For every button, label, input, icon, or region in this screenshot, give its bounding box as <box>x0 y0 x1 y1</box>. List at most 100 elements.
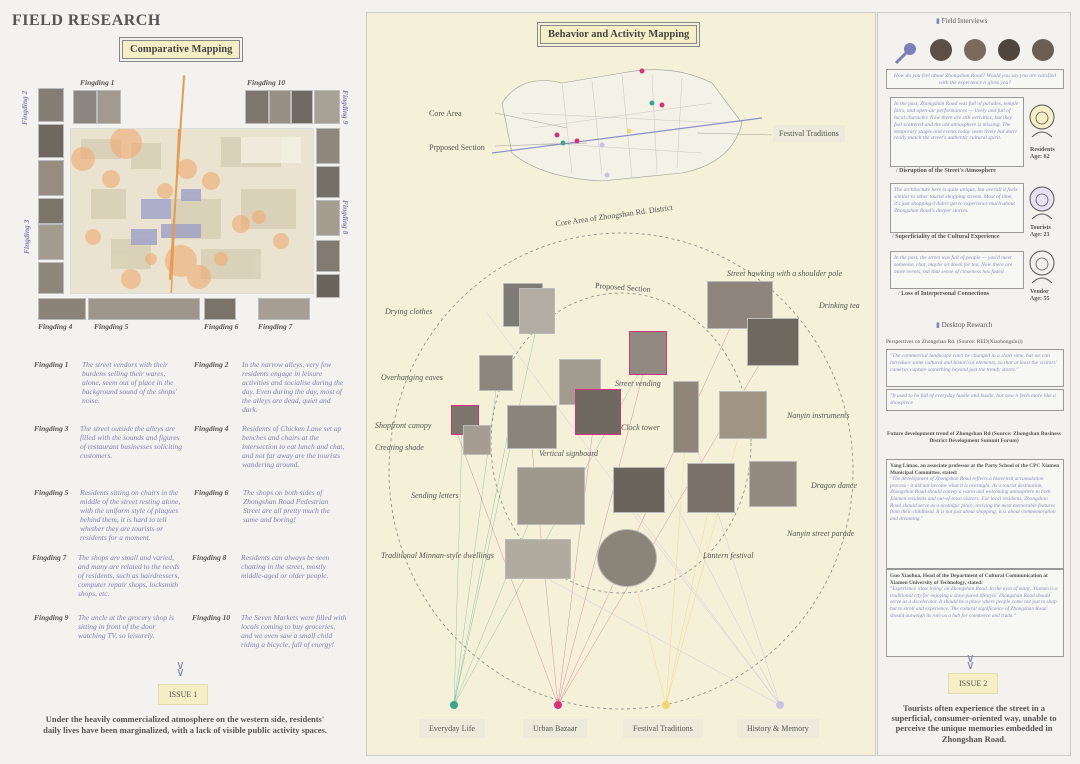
activity-creating-shade: Creating shade <box>375 443 424 452</box>
photo-label-9: Fingding 9 <box>341 90 350 125</box>
comparative-mapping-label: Comparative Mapping <box>118 37 244 62</box>
finding-text-10: The Seven Markets were filled with local… <box>241 613 347 649</box>
issue-interpersonal: / Loss of Interpersonal Connections <box>898 291 990 297</box>
finding-key-9: Fingding 9 <box>34 613 69 622</box>
street-photo <box>38 198 64 224</box>
finding-text-7: The shops are small and varied, and many… <box>78 553 180 598</box>
tourist-role: Tourists <box>1030 225 1051 231</box>
activity-minnan-dwellings: Traditional Minnan-style dwellings <box>381 551 494 560</box>
microphone-icon <box>892 41 918 67</box>
tourist-age: Age: 23 <box>1030 232 1050 238</box>
proposed-section-label: Prpposed Section <box>429 143 485 152</box>
finding-text-5: Residents sitting on chairs in the middl… <box>80 488 181 542</box>
category-everyday-life: Everyday Life <box>419 719 485 738</box>
street-photo <box>38 160 64 196</box>
photo-label-10: Fingding 10 <box>247 78 286 87</box>
avatar <box>998 39 1020 61</box>
photo-label-3: Fingding 3 <box>22 219 31 254</box>
finding-key-6: Fingding 6 <box>194 488 229 497</box>
finding-text-9: The uncle at the grocery shop is sitting… <box>78 613 174 640</box>
street-photo <box>316 200 340 236</box>
interview-question: How do you feel about Zhongshan Road? Wo… <box>886 69 1064 89</box>
finding-key-4: Fingding 4 <box>194 424 229 433</box>
field-interviews-title: ▮ Field Interviews <box>936 17 988 25</box>
resident-role: Residents <box>1030 147 1055 153</box>
activity-street-hawking: Street hawking with a shoulder pole <box>727 269 843 278</box>
clock-tower-image <box>673 381 699 453</box>
street-photo <box>258 298 310 320</box>
street-photo <box>38 298 86 320</box>
vertical-signboard-image-2 <box>613 467 665 513</box>
finding-text-6: The shops on both sides of Zhongshan Roa… <box>243 488 330 524</box>
nanyin-parade-image <box>749 461 797 507</box>
sending-letters-image <box>517 467 585 525</box>
chevron-down-icon: ∨∨ <box>966 651 975 672</box>
activity-drying-clothes: Drying clothes <box>385 307 433 316</box>
issue-1-conclusion: Under the heavily commercialized atmosph… <box>43 714 327 735</box>
resident-avatar-icon <box>1028 103 1056 139</box>
issue-atmosphere: / Disruption of the Street's Atmosphere <box>896 168 996 174</box>
finding-text-3: The street outside the alleys are filled… <box>80 424 183 460</box>
expert-2-heading: Guo Xiaohua, Head of the Department of C… <box>890 573 1048 586</box>
issue-2-badge: ISSUE 2 <box>948 673 999 694</box>
expert-quote-1: Yang Limao, an associate professor at th… <box>886 459 1064 569</box>
photo-label-7: Fingding 7 <box>258 322 293 331</box>
future-trend-title: Future development trend of Zhongshan Rd… <box>887 431 1061 444</box>
finding-text-8: Residents can always be seen chatting in… <box>241 553 330 580</box>
finding-text-4: Residents of Chicken Lane set up benches… <box>242 424 345 469</box>
behavior-mapping-label: Behavior and Activity Mapping <box>536 22 701 47</box>
category-urban-bazaar: Urban Bazaar <box>523 719 588 738</box>
activity-sending-letters: Sending letters <box>411 491 459 500</box>
street-photo <box>38 88 64 122</box>
street-photo <box>204 298 236 320</box>
street-photo <box>316 166 340 198</box>
desktop-research-title: ▮ Desktop Research <box>936 321 993 329</box>
expert-quote-2: Guo Xiaohua, Head of the Department of C… <box>886 569 1064 657</box>
overhanging-eaves-image <box>479 355 513 391</box>
chevron-down-icon: ∨∨ <box>176 658 185 679</box>
photo-label-4: Fingding 4 <box>38 322 73 331</box>
photo-label-5: Fingding 5 <box>94 322 129 331</box>
vendor-role: Vendor <box>1030 289 1049 295</box>
street-photo <box>245 90 269 124</box>
expert-1-text: "The development of Zhongshan Road refle… <box>890 476 1056 522</box>
dragon-dance-image <box>687 463 735 513</box>
nanyin-instruments-image <box>719 391 767 439</box>
photo-label-8: Fingding 8 <box>341 200 350 235</box>
vendor-avatar-icon <box>1028 249 1056 285</box>
street-photo <box>38 124 64 158</box>
comparative-map-graphic <box>71 129 313 293</box>
drinking-tea-image <box>747 318 799 366</box>
behavior-mapping-panel: Behavior and Activity Mapping Core Area … <box>366 12 876 756</box>
activity-nanyin-parade: Nanyin street parade <box>787 529 855 538</box>
street-photo <box>314 90 340 124</box>
finding-key-3: Fingding 3 <box>34 424 69 433</box>
photo-label-6: Fingding 6 <box>204 322 239 331</box>
street-photo <box>316 274 340 298</box>
finding-text-1: The street vendors with their burdens se… <box>82 360 177 405</box>
activity-dragon-dance: Dragon dance <box>811 481 857 490</box>
finding-text-2: In the narrow alleys, very few residents… <box>242 360 344 414</box>
page-title: FIELD RESEARCH <box>12 12 161 29</box>
finding-key-7: Fingding 7 <box>32 553 67 562</box>
festival-traditions-top-label: Festival Traditions <box>773 125 845 142</box>
red-quote-2: "It used to be full of everyday hustle a… <box>886 389 1064 411</box>
avatar <box>964 39 986 61</box>
vendor-age: Age: 55 <box>1030 296 1050 302</box>
tourist-avatar-icon <box>1028 185 1056 221</box>
street-photo <box>38 224 64 260</box>
street-vending-image-2 <box>575 389 621 435</box>
finding-key-5: Fingding 5 <box>34 488 69 497</box>
activity-lantern-festival: Lantern festival <box>703 551 754 560</box>
street-photo <box>97 90 121 124</box>
finding-key-1: Fingding 1 <box>34 360 69 369</box>
vendor-quote: In the past, the street was full of peop… <box>890 251 1024 289</box>
comparative-map <box>70 128 314 294</box>
activity-vertical-signboard: Vertical signboard <box>539 449 599 458</box>
street-hawking-image <box>629 331 667 375</box>
issue-superficiality: / Superficiality of the Cultural Experie… <box>892 234 1000 240</box>
minnan-dwellings-image <box>505 539 571 579</box>
street-photo <box>316 128 340 164</box>
finding-key-2: Fingding 2 <box>194 360 229 369</box>
activity-nanyin-instruments: Nanyin instruments <box>787 411 850 420</box>
